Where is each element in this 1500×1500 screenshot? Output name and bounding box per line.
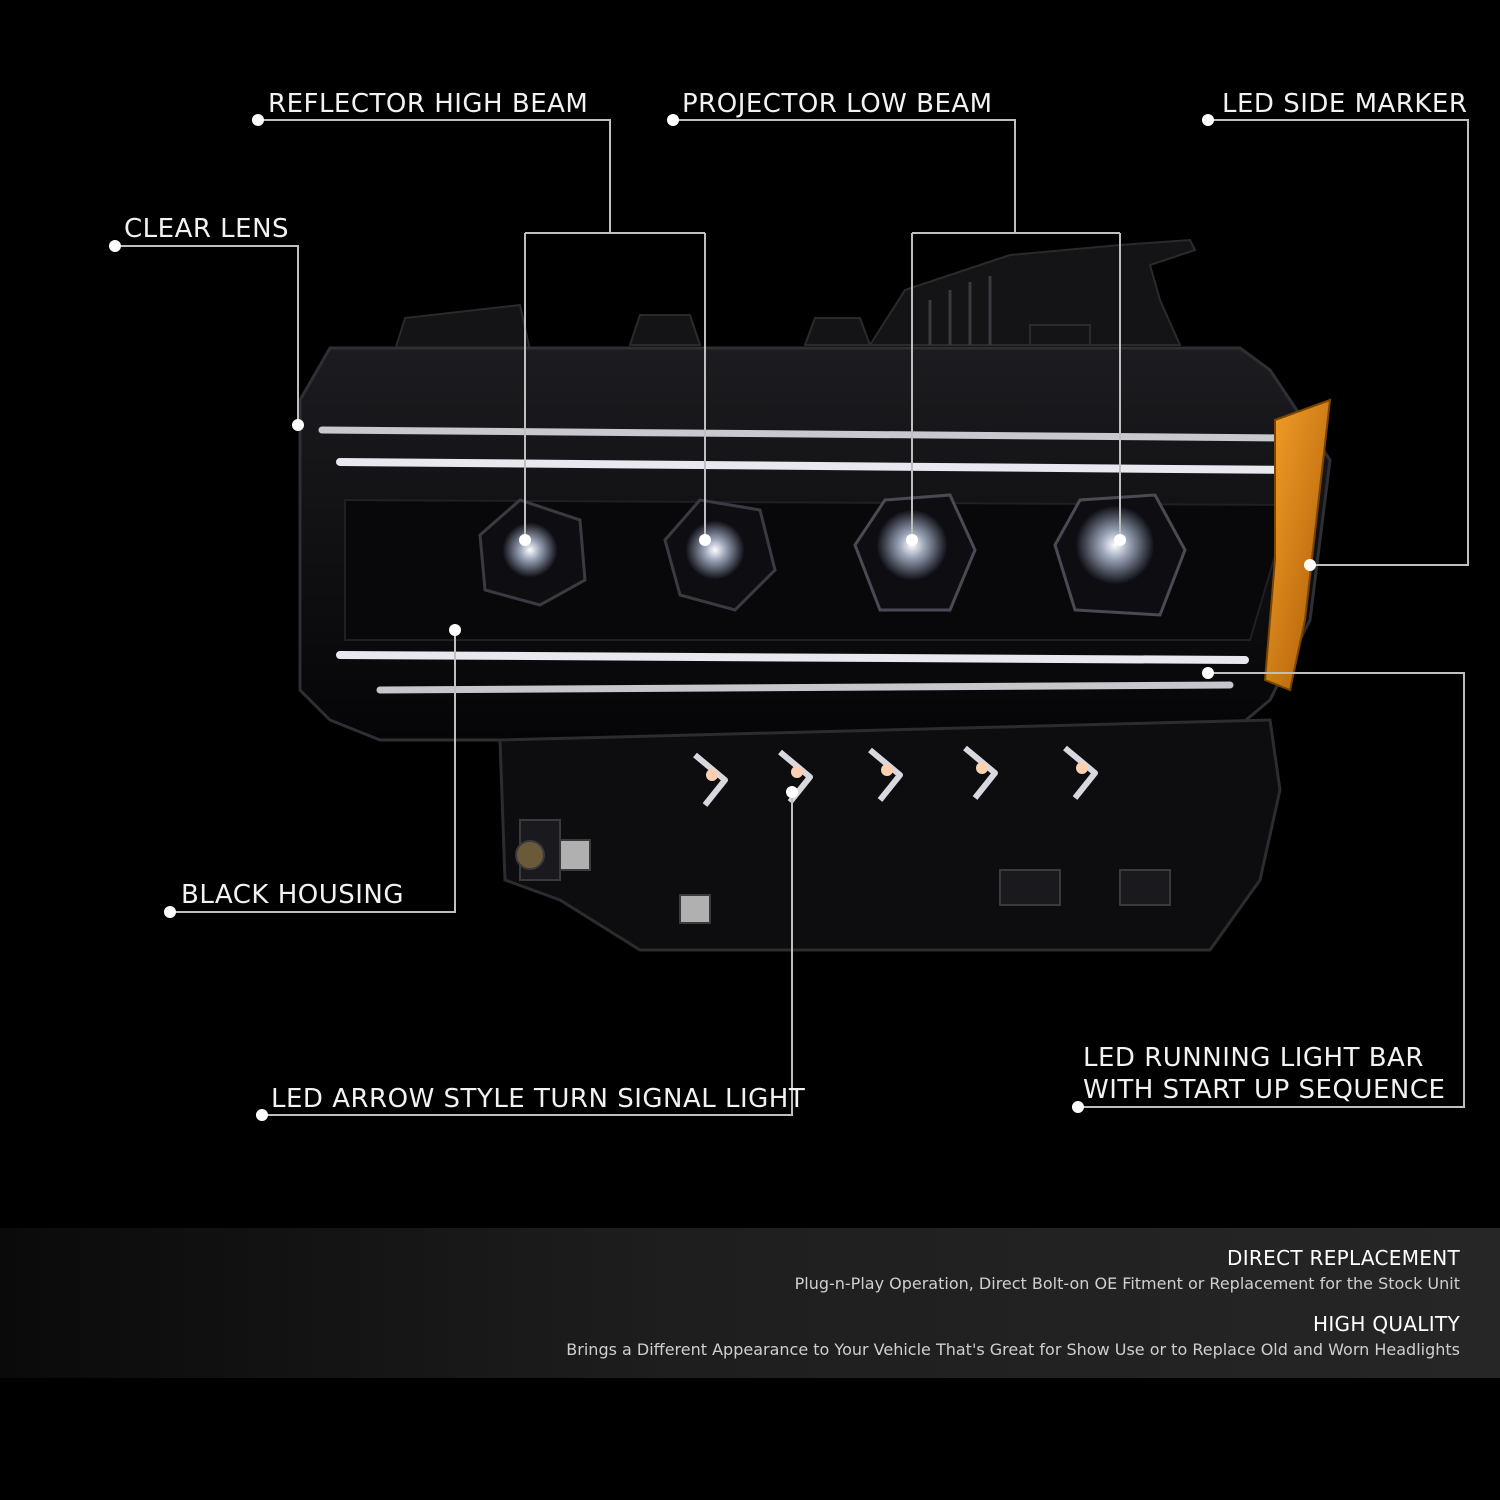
mounting-tabs: [393, 238, 1197, 351]
feature-title: HIGH QUALITY: [1313, 1312, 1460, 1336]
leader-dots: [109, 114, 1316, 1121]
feature-banner: DIRECT REPLACEMENT Plug-n-Play Operation…: [0, 1228, 1500, 1378]
callout-clear-lens: CLEAR LENS: [124, 214, 290, 244]
callout-black-housing: BLACK HOUSING: [181, 880, 405, 910]
lower-housing: [498, 718, 1282, 952]
callout-projector-low-beam: PROJECTOR LOW BEAM: [682, 89, 993, 119]
projector-lens-4: [1053, 493, 1187, 617]
amber-side-marker: [1263, 398, 1332, 692]
callout-led-running-light-line2: WITH START UP SEQUENCE: [1083, 1075, 1446, 1105]
lower-bracket-details: [515, 819, 1171, 924]
projector-lens-1: [478, 498, 587, 607]
projector-lens-2: [663, 498, 777, 612]
feature-high-quality: HIGH QUALITY Brings a Different Appearan…: [566, 1312, 1460, 1359]
callout-led-side-marker: LED SIDE MARKER: [1222, 89, 1468, 119]
arrow-turn-signals: [693, 745, 1098, 807]
callout-reflector-high-beam: REFLECTOR HIGH BEAM: [268, 89, 589, 119]
heatsink-fins: [928, 276, 992, 345]
drl-light-bars: [318, 426, 1304, 694]
turn-signal-leds: [706, 762, 1088, 781]
feature-description: Brings a Different Appearance to Your Ve…: [566, 1340, 1460, 1359]
feature-description: Plug-n-Play Operation, Direct Bolt-on OE…: [794, 1274, 1460, 1293]
feature-title: DIRECT REPLACEMENT: [1227, 1246, 1460, 1270]
leader-lines: [115, 119, 1469, 1116]
callout-led-arrow-turn-signal: LED ARROW STYLE TURN SIGNAL LIGHT: [271, 1084, 806, 1114]
feature-direct-replacement: DIRECT REPLACEMENT Plug-n-Play Operation…: [795, 1246, 1460, 1293]
callout-led-running-light-line1: LED RUNNING LIGHT BAR: [1083, 1043, 1424, 1073]
